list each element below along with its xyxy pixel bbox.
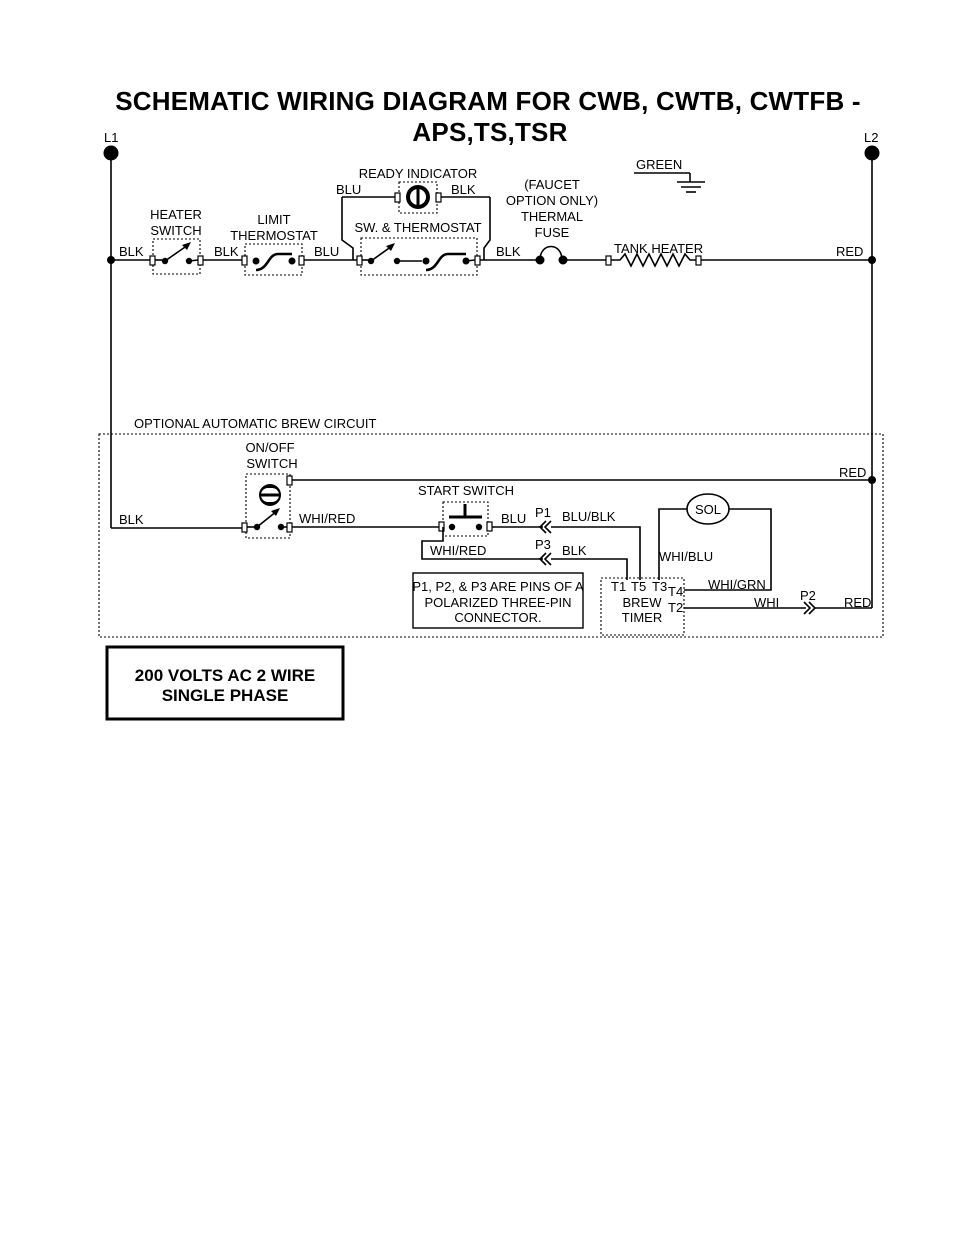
- wire-label-blu-blk: BLU/BLK: [562, 509, 616, 524]
- wire-label-whi-blu: WHI/BLU: [659, 549, 713, 564]
- wire-label-p3-blk: BLK: [562, 543, 587, 558]
- pin-note-line1: P1, P2, & P3 ARE PINS OF A: [412, 579, 584, 594]
- ready-indicator-label: READY INDICATOR: [359, 166, 477, 181]
- start-switch: [438, 501, 493, 537]
- ground-icon: [634, 172, 705, 193]
- tank-heater: [605, 252, 702, 268]
- wire-whi-red-start-p3: [421, 527, 543, 560]
- l2-opt-junction: [868, 476, 876, 484]
- on-off-switch-label-1: ON/OFF: [245, 440, 294, 455]
- l1-label: L1: [104, 130, 118, 145]
- timer-terminal-t5: T5: [631, 579, 646, 594]
- ready-indicator: [342, 181, 490, 214]
- on-off-switch-label-2: SWITCH: [246, 456, 297, 471]
- timer-terminal-t1: T1: [611, 579, 626, 594]
- wire-label-whi-red-2: WHI/RED: [430, 543, 486, 558]
- timer-terminal-t4: T4: [668, 584, 683, 599]
- limit-thermostat-label-2: THERMOSTAT: [230, 228, 318, 243]
- optional-circuit-boundary: [98, 433, 884, 638]
- wire-label-opt-blk: BLK: [119, 512, 144, 527]
- limit-thermostat-label-1: LIMIT: [257, 212, 290, 227]
- wire-label-whi: WHI: [754, 595, 779, 610]
- brew-timer: [600, 577, 685, 636]
- wire-label-whi-grn: WHI/GRN: [708, 577, 766, 592]
- wire-label-ready-blk: BLK: [451, 182, 476, 197]
- pin-p2-label: P2: [800, 588, 816, 603]
- wire-label-ready-blu: BLU: [336, 182, 361, 197]
- voltage-line2: SINGLE PHASE: [162, 686, 289, 705]
- heater-switch: [149, 238, 204, 275]
- wire-label-whi-red-1: WHI/RED: [299, 511, 355, 526]
- pin-p1: [538, 520, 552, 534]
- wire-label-blk-2: BLK: [214, 244, 239, 259]
- brew-timer-label-2: TIMER: [622, 610, 662, 625]
- sw-thermostat-label: SW. & THERMOSTAT: [354, 220, 481, 235]
- thermal-fuse-label-2: OPTION ONLY): [506, 193, 598, 208]
- wire-ready-blu-drop: [341, 197, 354, 260]
- diagram-title-line1: SCHEMATIC WIRING DIAGRAM FOR CWB, CWTB, …: [115, 86, 860, 116]
- limit-thermostat: [241, 243, 305, 276]
- start-switch-label: START SWITCH: [418, 483, 514, 498]
- wire-label-blk-3: BLK: [496, 244, 521, 259]
- pin-note-line3: CONNECTOR.: [454, 610, 541, 625]
- on-off-switch: [241, 473, 293, 539]
- wire-label-red-top: RED: [836, 244, 863, 259]
- timer-terminal-t2: T2: [668, 600, 683, 615]
- thermal-fuse-label-1: (FAUCET: [524, 177, 580, 192]
- pin-note-line2: POLARIZED THREE-PIN: [424, 595, 571, 610]
- l2-label: L2: [864, 130, 878, 145]
- wire-ready-blk-drop: [483, 197, 491, 260]
- heater-switch-label-2: SWITCH: [150, 223, 201, 238]
- brew-timer-label-1: BREW: [623, 595, 663, 610]
- wire-blk-p3-timer: [551, 558, 628, 580]
- pin-note-box: [412, 572, 584, 629]
- diagram-title-line2: APS,TS,TSR: [412, 117, 567, 147]
- timer-terminal-t3: T3: [652, 579, 667, 594]
- voltage-line1: 200 VOLTS AC 2 WIRE: [135, 666, 315, 685]
- solenoid: [658, 493, 772, 591]
- heater-switch-label-1: HEATER: [150, 207, 202, 222]
- pin-p1-label: P1: [535, 505, 551, 520]
- wire-blu-blk-p1-timer: [551, 526, 641, 580]
- thermal-fuse: [535, 245, 568, 265]
- sw-thermostat: [356, 237, 481, 276]
- thermal-fuse-label-4: FUSE: [535, 225, 570, 240]
- solenoid-label: SOL: [695, 502, 721, 517]
- optional-circuit-label: OPTIONAL AUTOMATIC BREW CIRCUIT: [134, 416, 377, 431]
- wire-label-blk-1: BLK: [119, 244, 144, 259]
- wire-label-blu-1: BLU: [314, 244, 339, 259]
- voltage-box: [105, 645, 345, 721]
- wire-label-start-blu: BLU: [501, 511, 526, 526]
- thermal-fuse-label-3: THERMAL: [521, 209, 583, 224]
- tank-heater-label: TANK HEATER: [614, 241, 703, 256]
- pin-p3: [538, 552, 552, 566]
- ground-label: GREEN: [636, 157, 682, 172]
- pin-p3-label: P3: [535, 537, 551, 552]
- wire-label-p2-red: RED: [844, 595, 871, 610]
- wire-label-opt-red: RED: [839, 465, 866, 480]
